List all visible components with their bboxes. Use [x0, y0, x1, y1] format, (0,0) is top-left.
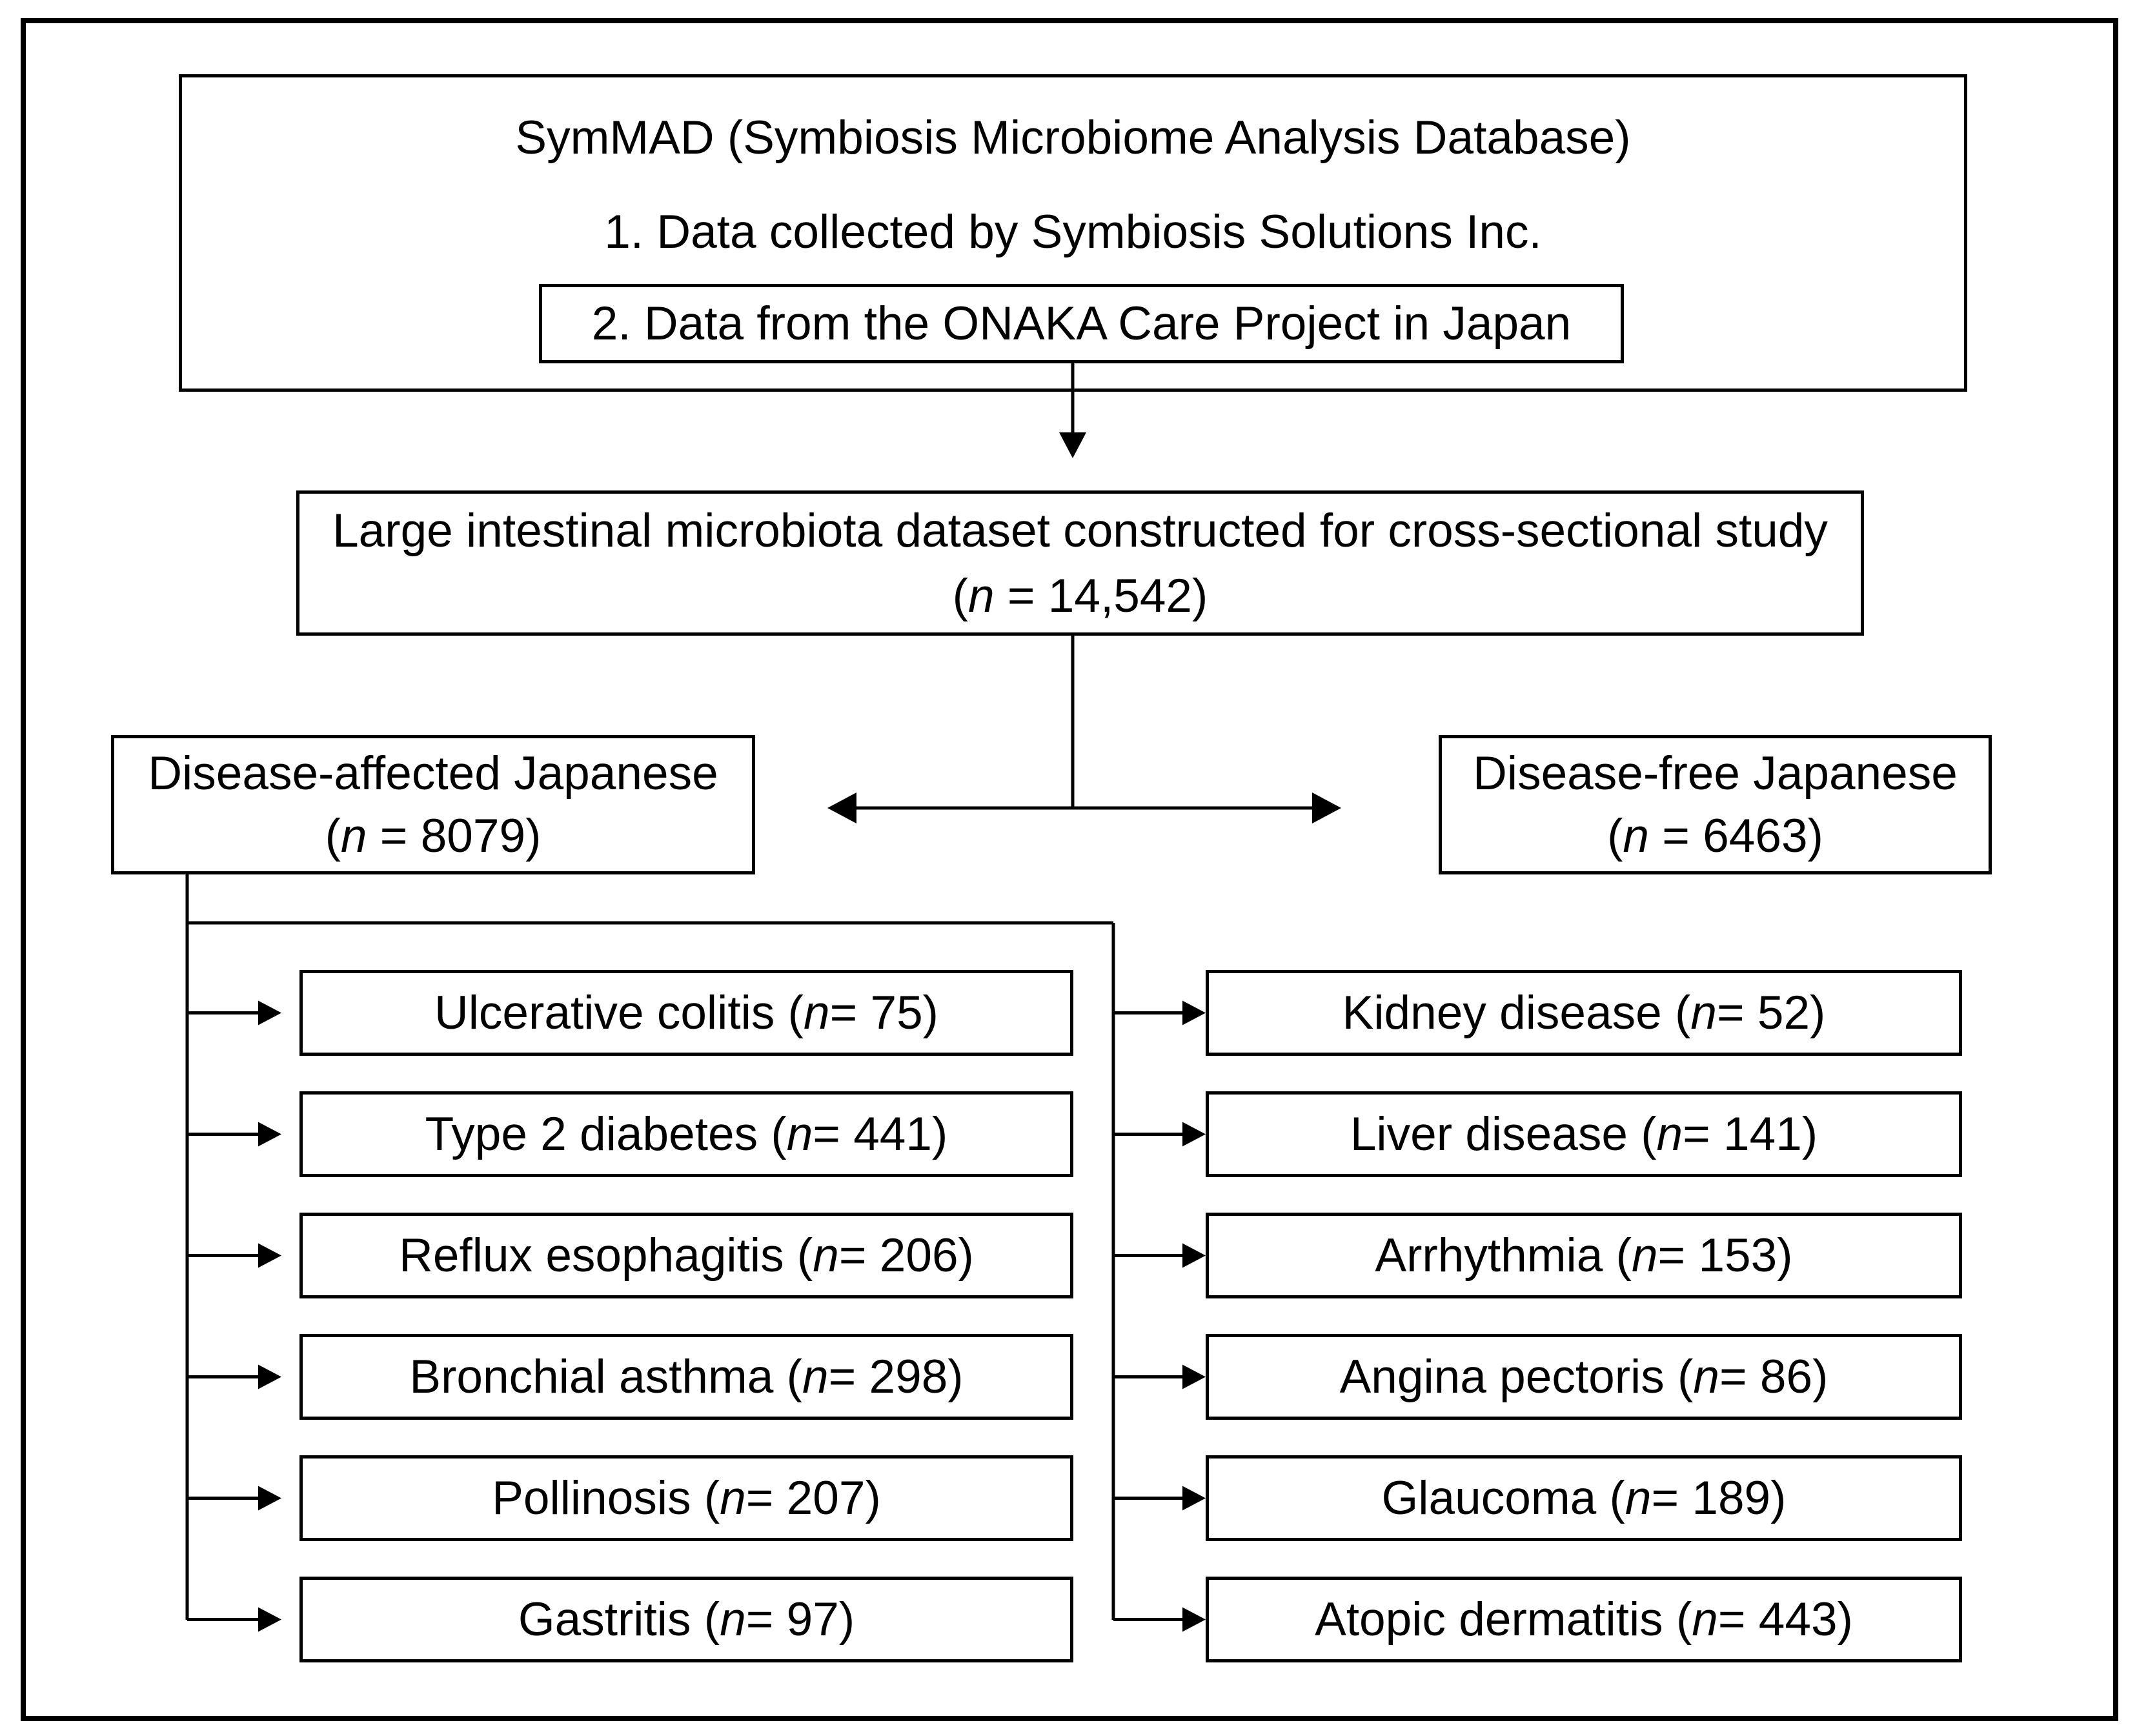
branch-box-disease-free: Disease-free Japanese (n = 6463)	[1439, 735, 1992, 874]
symmad-box: SymMAD (Symbiosis Microbiome Analysis Da…	[179, 74, 1967, 392]
disease-box-right-5: Glaucoma (n = 189)	[1206, 1455, 1962, 1541]
branch-affected-count: (n = 8079)	[325, 810, 542, 862]
disease-box-right-3: Arrhythmia (n = 153)	[1206, 1213, 1962, 1298]
dataset-line1: Large intestinal microbiota dataset cons…	[332, 504, 1828, 557]
dataset-box: Large intestinal microbiota dataset cons…	[296, 490, 1864, 636]
disease-box-left-5: Pollinosis (n = 207)	[299, 1455, 1073, 1541]
symmad-title: SymMAD (Symbiosis Microbiome Analysis Da…	[515, 112, 1631, 164]
disease-box-left-4: Bronchial asthma (n = 298)	[299, 1334, 1073, 1420]
branch-free-label: Disease-free Japanese	[1473, 747, 1958, 800]
dataset-count: (n = 14,542)	[952, 569, 1208, 622]
disease-box-left-6: Gastritis (n = 97)	[299, 1577, 1073, 1662]
disease-box-left-2: Type 2 diabetes (n = 441)	[299, 1091, 1073, 1177]
branch-affected-label: Disease-affected Japanese	[148, 747, 718, 800]
disease-box-right-6: Atopic dermatitis (n = 443)	[1206, 1577, 1962, 1662]
data-source-2-box: 2. Data from the ONAKA Care Project in J…	[539, 284, 1624, 363]
disease-box-left-1: Ulcerative colitis (n = 75)	[299, 970, 1073, 1056]
disease-box-right-2: Liver disease (n = 141)	[1206, 1091, 1962, 1177]
outer-frame	[21, 18, 2118, 1721]
branch-free-count: (n = 6463)	[1607, 810, 1823, 862]
disease-box-right-4: Angina pectoris (n = 86)	[1206, 1334, 1962, 1420]
branch-box-disease-affected: Disease-affected Japanese (n = 8079)	[111, 735, 755, 874]
data-source-1: 1. Data collected by Symbiosis Solutions…	[604, 206, 1542, 258]
disease-box-right-1: Kidney disease (n = 52)	[1206, 970, 1962, 1056]
data-source-2-label: 2. Data from the ONAKA Care Project in J…	[591, 298, 1572, 350]
disease-box-left-3: Reflux esophagitis (n = 206)	[299, 1213, 1073, 1298]
